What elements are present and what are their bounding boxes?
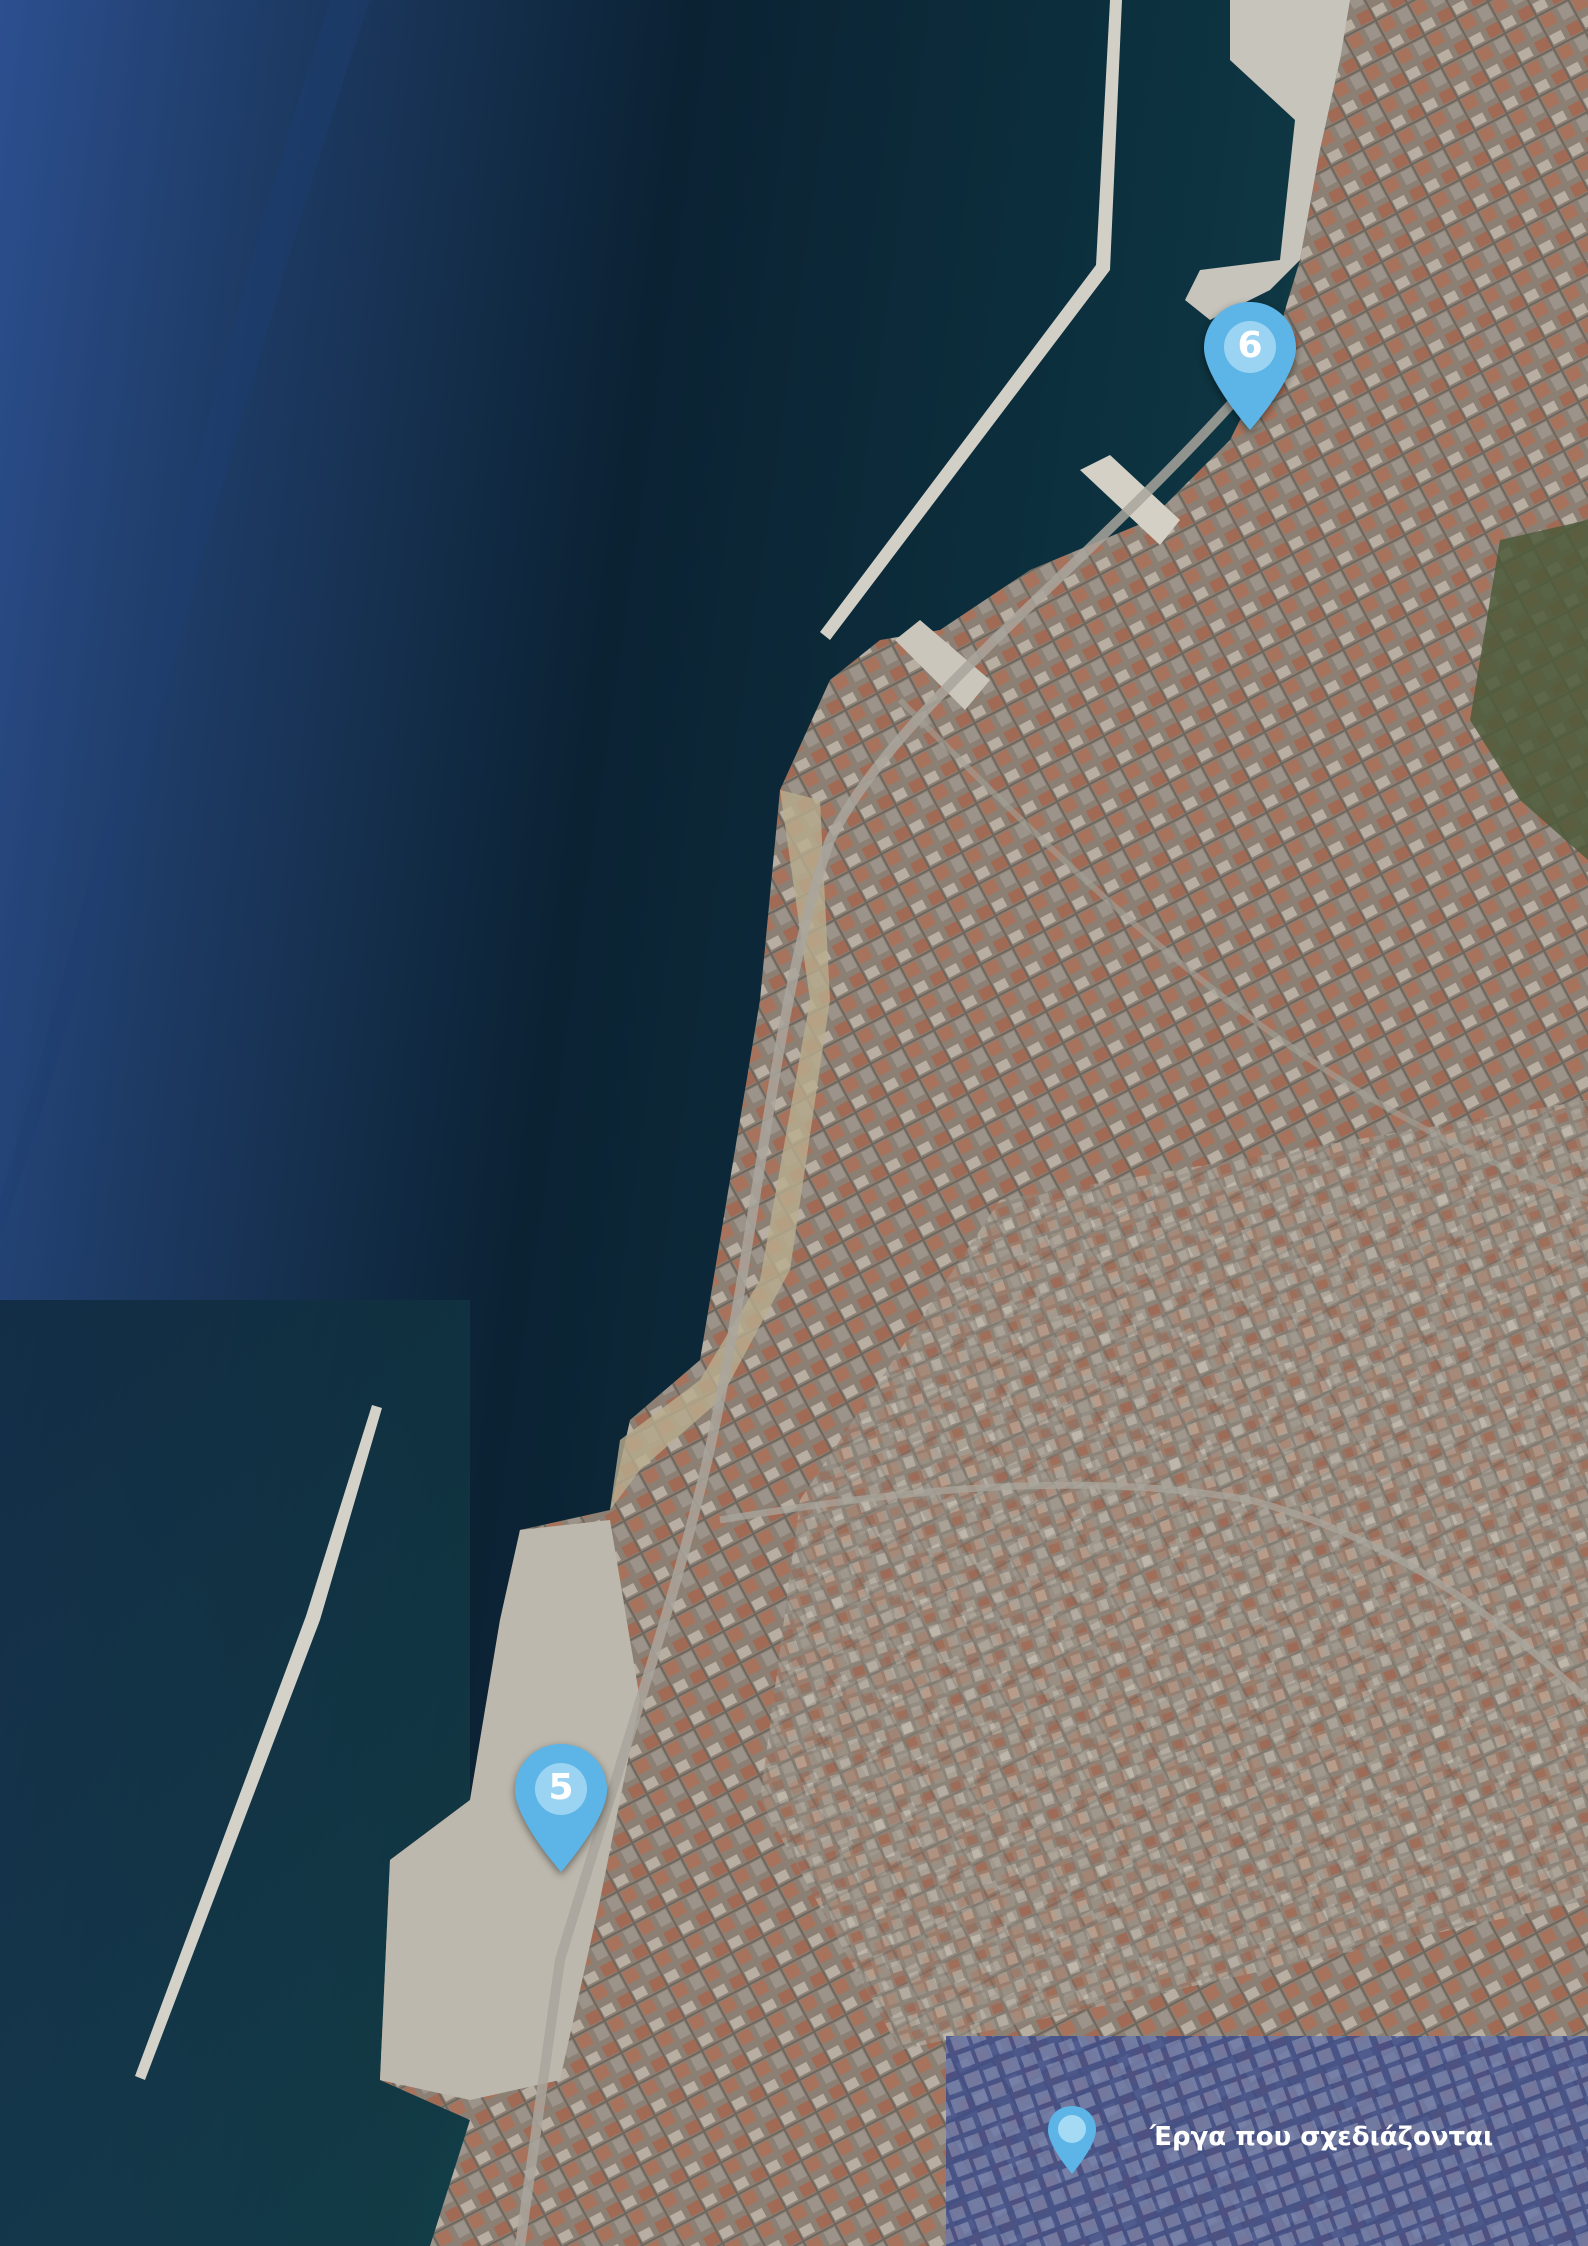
north-breakwater [820, 0, 1122, 640]
city-center [760, 1100, 1588, 2050]
sea-band [0, 0, 370, 1240]
map-pin-icon [1204, 302, 1296, 430]
pier-2 [895, 620, 990, 710]
south-port [380, 1520, 640, 2100]
north-port [1185, 0, 1350, 320]
project-marker-6[interactable]: 6 [1202, 300, 1298, 432]
map-pin-icon [1048, 2106, 1096, 2174]
map-legend: Έργα που σχεδιάζονται [946, 2036, 1588, 2246]
project-marker-5[interactable]: 5 [513, 1742, 609, 1874]
sea-lower [0, 1300, 470, 2246]
green-hills [1470, 520, 1588, 860]
marker-number: 6 [1237, 325, 1263, 366]
inner-road [719, 1481, 1588, 1703]
south-breakwater [135, 1405, 382, 2080]
pier-1 [1080, 455, 1180, 545]
coastal-road [515, 356, 1274, 2246]
inner-road-2 [897, 697, 1588, 1203]
legend-label: Έργα που σχεδιάζονται [1150, 2122, 1494, 2152]
map-pin-icon [515, 1744, 607, 1872]
marker-number: 5 [548, 1767, 574, 1808]
coastal-strip [610, 790, 830, 1510]
